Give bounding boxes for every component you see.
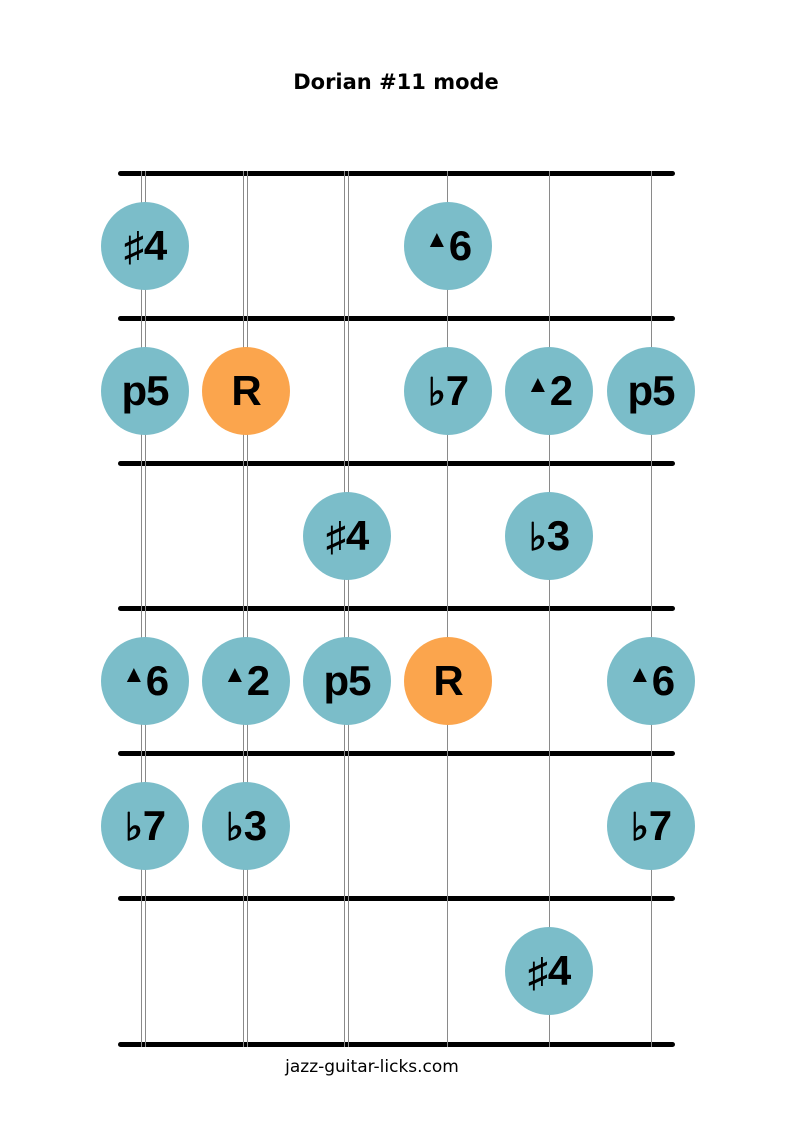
- fret-line-5: [118, 896, 675, 901]
- root-note-dot: R: [404, 636, 492, 725]
- note-label: R: [231, 366, 261, 414]
- note-label: 6: [448, 221, 472, 269]
- sharp-symbol-icon: ♯: [325, 515, 346, 559]
- interval-note-dot: ▲2: [202, 636, 290, 725]
- fret-line-3: [118, 606, 675, 611]
- note-label: 4: [143, 221, 167, 269]
- string-2: [243, 171, 248, 1047]
- note-label: 4: [345, 511, 369, 559]
- tri-symbol-icon: ▲: [424, 225, 449, 253]
- note-label: 3: [546, 511, 570, 559]
- sharp-symbol-icon: ♯: [527, 950, 548, 995]
- interval-note-dot: ♭3: [505, 491, 593, 580]
- interval-note-dot: ▲6: [101, 636, 189, 725]
- interval-note-dot: ♯4: [303, 491, 391, 580]
- flat-symbol-icon: ♭: [124, 807, 143, 849]
- interval-note-dot: p5: [303, 636, 391, 725]
- note-label: 6: [145, 656, 169, 704]
- fret-line-6: [118, 1042, 675, 1047]
- tri-symbol-icon: ▲: [121, 660, 146, 688]
- interval-note-dot: ♭7: [607, 781, 695, 870]
- string-1: [141, 171, 146, 1047]
- interval-note-dot: ♯4: [505, 927, 593, 1015]
- string-6: [651, 171, 652, 1047]
- interval-note-dot: ♭3: [202, 781, 290, 870]
- fret-line-4: [118, 751, 675, 756]
- root-note-dot: R: [202, 346, 290, 435]
- tri-symbol-icon: ▲: [525, 370, 550, 398]
- string-5: [549, 171, 550, 1047]
- interval-note-dot: ♭7: [101, 781, 189, 870]
- note-label: 4: [547, 947, 571, 994]
- interval-note-dot: ♯4: [101, 201, 189, 290]
- note-label: p5: [323, 656, 371, 704]
- interval-note-dot: ▲6: [404, 201, 492, 290]
- flat-symbol-icon: ♭: [225, 807, 244, 849]
- note-label: 3: [243, 801, 267, 849]
- interval-note-dot: ♭7: [404, 346, 492, 435]
- tri-symbol-icon: ▲: [627, 660, 652, 688]
- note-label: p5: [121, 366, 169, 414]
- string-3: [344, 171, 349, 1047]
- fret-line-2: [118, 461, 675, 466]
- tri-symbol-icon: ▲: [222, 660, 247, 688]
- note-label: 7: [142, 801, 166, 849]
- interval-note-dot: ▲2: [505, 346, 593, 435]
- note-label: 7: [445, 366, 469, 414]
- sharp-symbol-icon: ♯: [123, 225, 144, 269]
- string-4: [447, 171, 448, 1047]
- diagram-title: Dorian #11 mode: [293, 70, 499, 94]
- note-label: 2: [549, 366, 573, 414]
- note-label: 6: [651, 656, 675, 704]
- note-label: R: [433, 656, 463, 704]
- interval-note-dot: ▲6: [607, 636, 695, 725]
- interval-note-dot: p5: [607, 346, 695, 435]
- note-label: 7: [648, 801, 672, 849]
- note-label: p5: [627, 366, 675, 414]
- flat-symbol-icon: ♭: [630, 807, 649, 849]
- flat-symbol-icon: ♭: [528, 517, 547, 559]
- fret-line-0: [118, 171, 675, 176]
- footer-credit: jazz-guitar-licks.com: [285, 1057, 459, 1077]
- interval-note-dot: p5: [101, 346, 189, 435]
- flat-symbol-icon: ♭: [427, 372, 446, 414]
- fret-line-1: [118, 316, 675, 321]
- note-label: 2: [246, 656, 270, 704]
